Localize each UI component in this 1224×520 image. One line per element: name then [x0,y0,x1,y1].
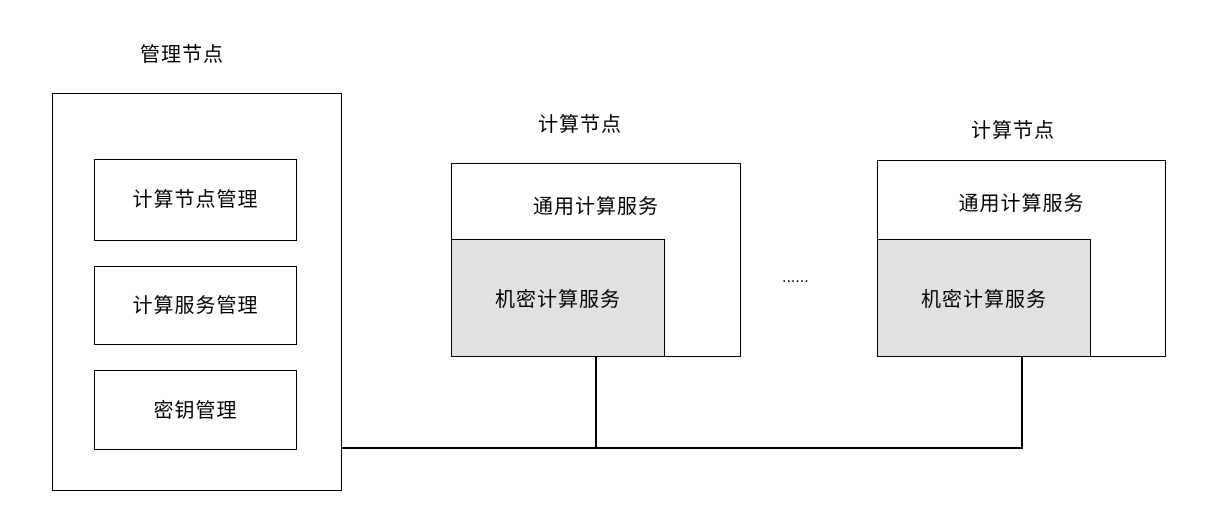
compute-node-2-general-service-label: 通用计算服务 [958,191,1085,215]
key-management-label: 密钥管理 [153,398,238,422]
compute-node-1-general-service-label: 通用计算服务 [533,194,659,218]
more-nodes-ellipsis: ······ [782,274,809,290]
compute-node-management-module: 计算节点管理 [94,159,297,241]
compute-service-management-label: 计算服务管理 [132,293,259,317]
compute-node-1-title: 计算节点 [538,112,622,136]
compute-node-1-confidential-service-label: 机密计算服务 [495,287,621,311]
compute-node-2-confidential-service-box: 机密计算服务 [877,239,1091,357]
compute-node-2-connector [1021,357,1023,448]
compute-node-1-connector [595,357,597,448]
compute-node-2-title: 计算节点 [971,118,1055,142]
network-bus-line [342,447,1023,449]
management-node-box: 计算节点管理 计算服务管理 密钥管理 [52,93,342,491]
compute-service-management-module: 计算服务管理 [94,266,297,345]
compute-node-2-confidential-service-label: 机密计算服务 [921,287,1047,311]
management-node-title: 管理节点 [140,42,224,66]
key-management-module: 密钥管理 [94,370,297,450]
compute-node-management-label: 计算节点管理 [132,187,259,211]
compute-node-1-confidential-service-box: 机密计算服务 [451,239,665,357]
